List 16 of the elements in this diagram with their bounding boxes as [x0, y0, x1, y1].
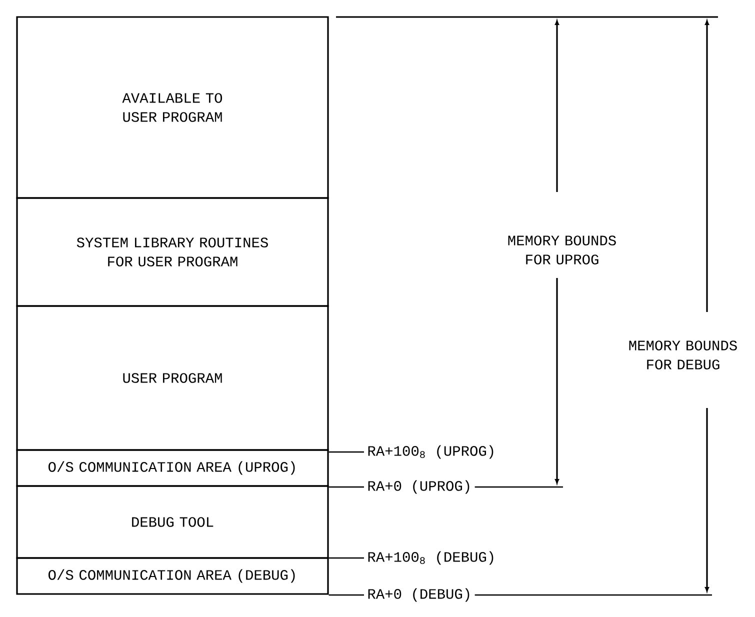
leader-line [328, 594, 364, 596]
memory-region-box: AVAILABLE TO USER PROGRAM [16, 16, 329, 199]
address-label: RA+100$_{8}$ (UPROG) [368, 445, 494, 459]
memory-region-box: DEBUG TOOL [16, 485, 329, 559]
address-label: RA+0 (UPROG) [368, 480, 470, 494]
dimension-label: MEMORY BOUNDS FOR DEBUG [629, 340, 737, 370]
leader-line [328, 557, 364, 559]
leader-line [328, 451, 364, 453]
memory-region-box: O/S COMMUNICATION AREA (DEBUG) [16, 557, 329, 595]
dimension-label: MEMORY BOUNDS FOR UPROG [508, 236, 616, 264]
address-label: RA+100$_{8}$ (DEBUG) [368, 551, 494, 565]
leader-line [328, 486, 364, 488]
memory-region-box: SYSTEM LIBRARY ROUTINES FOR USER PROGRAM [16, 197, 329, 307]
memory-region-box: O/S COMMUNICATION AREA (UPROG) [16, 449, 329, 487]
memory-region-box: USER PROGRAM [16, 305, 329, 451]
address-label: RA+0 (DEBUG) [368, 588, 470, 602]
